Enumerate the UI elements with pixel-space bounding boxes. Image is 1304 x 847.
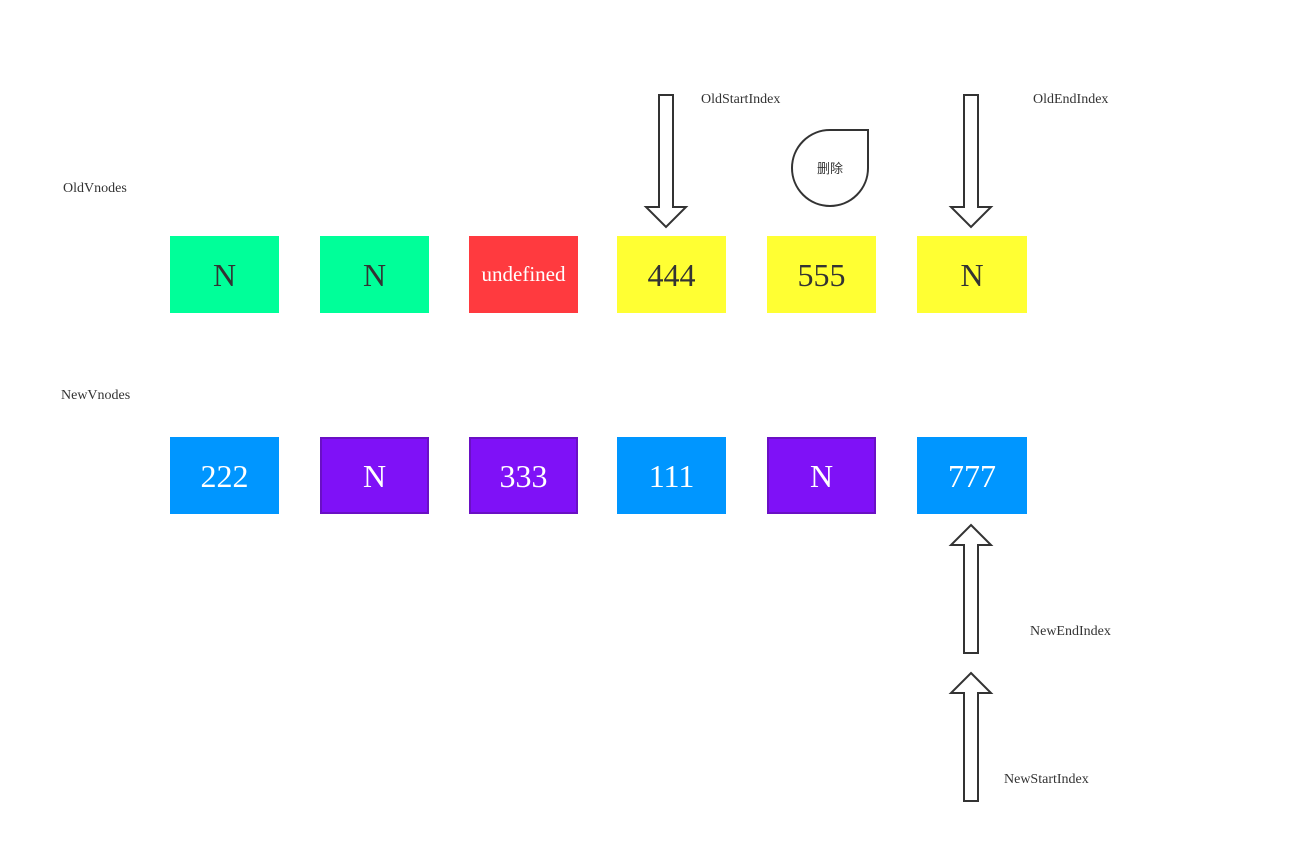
new-start-index-arrow <box>948 671 994 802</box>
old-vnodes-label: OldVnodes <box>63 181 127 196</box>
new-node: 111 <box>617 437 726 514</box>
new-node-text: 222 <box>200 457 249 494</box>
new-node: 777 <box>917 437 1027 514</box>
old-node: N <box>320 236 429 313</box>
old-node: N <box>170 236 279 313</box>
new-node-text: 111 <box>648 457 695 494</box>
old-node-text: 444 <box>647 256 696 293</box>
new-start-index-label: NewStartIndex <box>1004 772 1089 787</box>
delete-note-shape <box>791 129 869 207</box>
new-node: 222 <box>170 437 279 514</box>
old-start-index-label: OldStartIndex <box>701 92 781 107</box>
old-node: 444 <box>617 236 726 313</box>
new-node-text: 333 <box>499 457 548 494</box>
new-end-index-arrow <box>948 523 994 654</box>
old-node-text: 555 <box>797 256 846 293</box>
new-node: N <box>320 437 429 514</box>
new-node: 333 <box>469 437 578 514</box>
new-node-text: 777 <box>948 457 996 494</box>
old-node-text: undefined <box>481 262 566 286</box>
old-node: 555 <box>767 236 876 313</box>
old-end-index-label: OldEndIndex <box>1033 92 1109 107</box>
old-node-text: N <box>960 256 984 293</box>
old-end-index-arrow <box>948 94 994 229</box>
old-start-index-arrow <box>643 94 689 229</box>
new-node: N <box>767 437 876 514</box>
new-node-text: N <box>362 457 387 494</box>
new-end-index-label: NewEndIndex <box>1030 624 1111 639</box>
old-node: N <box>917 236 1027 313</box>
delete-note-text: 删除 <box>817 162 843 177</box>
old-node: undefined <box>469 236 578 313</box>
new-vnodes-label: NewVnodes <box>61 388 131 403</box>
old-node-text: N <box>212 256 237 293</box>
old-node-text: N <box>362 256 387 293</box>
new-node-text: N <box>809 457 834 494</box>
